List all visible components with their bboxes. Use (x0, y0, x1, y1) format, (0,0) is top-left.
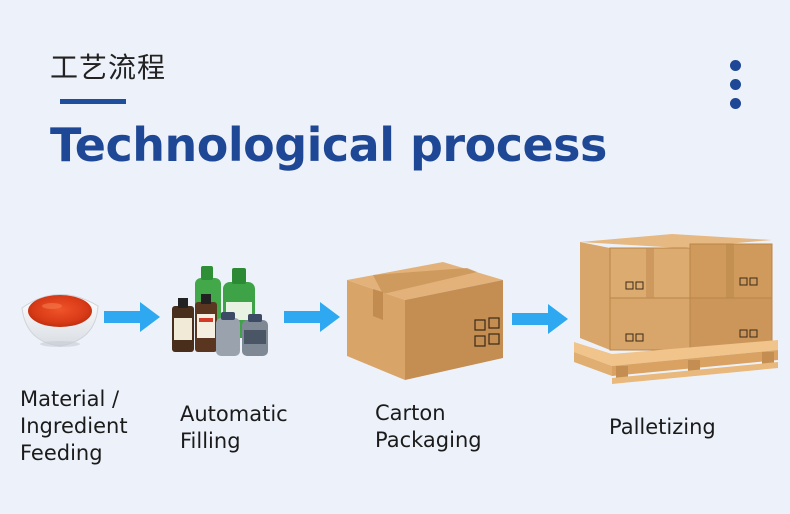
step-label-line: Material / (20, 387, 120, 411)
step-label-filling: Automatic Filling (180, 401, 288, 455)
palletized-cartons-image (574, 234, 778, 384)
step-label-line: Packaging (375, 428, 482, 452)
page-title: Technological process (50, 118, 607, 172)
more-vertical-icon[interactable] (728, 60, 744, 112)
title-underline (60, 99, 126, 104)
step-label-line: Feeding (20, 441, 103, 465)
arrow-right-icon (104, 302, 160, 332)
step-label-packaging: Carton Packaging (375, 400, 482, 454)
step-label-line: Ingredient (20, 414, 128, 438)
step-label-line: Filling (180, 429, 241, 453)
arrow-right-icon (512, 304, 568, 334)
filled-bottles-image (172, 266, 268, 356)
step-label-feeding: Material / Ingredient Feeding (20, 386, 128, 467)
step-label-line: Carton (375, 401, 446, 425)
section-subtitle-chinese: 工艺流程 (50, 51, 167, 84)
step-label-palletizing: Palletizing (609, 414, 716, 441)
step-label-line: Palletizing (609, 415, 716, 439)
carton-box-image (347, 262, 503, 380)
sauce-bowl-image (21, 294, 99, 347)
step-label-line: Automatic (180, 402, 288, 426)
arrow-right-icon (284, 302, 340, 332)
